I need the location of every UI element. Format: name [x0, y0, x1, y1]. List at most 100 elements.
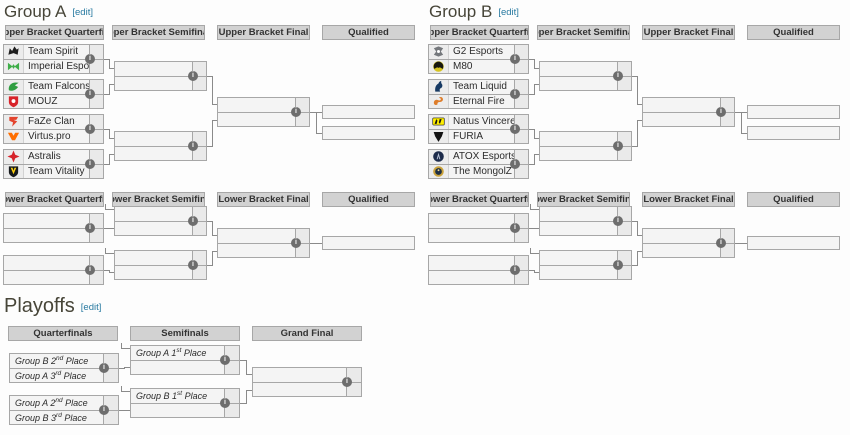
team-name[interactable]: Virtus.pro	[28, 130, 71, 142]
match-info-icon[interactable]: i	[85, 159, 95, 169]
round-header: Grand Final	[252, 326, 362, 341]
match-info-icon[interactable]: i	[85, 124, 95, 134]
team-name[interactable]: Team Falcons	[28, 81, 89, 93]
team-name[interactable]: The MongolZ	[453, 165, 512, 177]
match-ub-final	[642, 97, 735, 127]
match-info-icon[interactable]: i	[510, 89, 520, 99]
team-name[interactable]: Eternal Fire	[453, 95, 505, 107]
team-name[interactable]: Imperial Esports	[28, 60, 89, 72]
match-info-icon[interactable]: i	[510, 124, 520, 134]
bracket-connector	[212, 251, 213, 266]
group-b-edit-link[interactable]: [edit]	[498, 7, 519, 18]
match-info-icon[interactable]: i	[342, 377, 352, 387]
match-info-icon[interactable]: i	[99, 363, 109, 373]
bracket-connector	[121, 391, 130, 392]
bracket-connector	[632, 265, 638, 266]
bracket-connector	[637, 251, 638, 266]
match-info-icon[interactable]: i	[510, 54, 520, 64]
match-info-icon[interactable]: i	[613, 216, 623, 226]
match-info-icon[interactable]: i	[291, 238, 301, 248]
bracket-connector	[124, 410, 130, 411]
bracket-connector	[109, 272, 114, 273]
bracket-connector	[529, 129, 535, 130]
match-info-icon[interactable]: i	[188, 216, 198, 226]
team-name[interactable]: Team Spirit	[28, 46, 79, 58]
faze-clan-icon	[4, 115, 24, 129]
bracket-connector	[246, 390, 252, 391]
atox-esports-icon	[429, 150, 449, 164]
match-info-icon[interactable]: i	[188, 260, 198, 270]
round-header: Lower Bracket Final	[217, 192, 310, 207]
bracket-connector	[534, 68, 539, 69]
bracket-connector	[109, 270, 110, 273]
match-info-icon[interactable]: i	[188, 71, 198, 81]
team-name[interactable]: ATOX Esports	[453, 151, 514, 163]
round-header: Qualified	[747, 192, 840, 207]
team-name[interactable]: MOUZ	[28, 95, 58, 107]
qualified-slot	[747, 105, 840, 119]
match-info-icon[interactable]: i	[188, 141, 198, 151]
match-info-icon[interactable]: i	[613, 141, 623, 151]
empty-slot-row	[323, 237, 414, 249]
team-name[interactable]: Team Liquid	[453, 81, 507, 93]
qualified-slot	[322, 126, 415, 140]
bracket-connector	[632, 221, 638, 222]
bracket-connector	[212, 120, 217, 121]
bracket-connector	[632, 76, 638, 77]
bracket-connector	[534, 270, 535, 273]
bracket-connector	[109, 129, 110, 139]
bracket-connector	[529, 59, 535, 60]
round-header: Upper Bracket Semifinals	[537, 25, 630, 40]
round-header: Qualified	[322, 25, 415, 40]
team-name[interactable]: Astralis	[28, 151, 61, 163]
match-info-icon[interactable]: i	[716, 107, 726, 117]
bracket-connector	[105, 209, 114, 210]
bracket-connector	[530, 204, 531, 210]
bracket-connector	[119, 368, 125, 369]
imperial-esports-icon	[4, 59, 24, 73]
round-header: Upper Bracket Semifinals	[112, 25, 205, 40]
team-row: FaZe Clan	[4, 115, 103, 129]
team-name[interactable]: Team Vitality	[28, 165, 85, 177]
match-info-icon[interactable]: i	[510, 223, 520, 233]
bracket-connector	[637, 221, 638, 236]
match-info-icon[interactable]: i	[716, 238, 726, 248]
team-name[interactable]: FaZe Clan	[28, 116, 75, 128]
bracket-connector	[637, 120, 638, 147]
match-info-icon[interactable]: i	[510, 265, 520, 275]
match-info-icon[interactable]: i	[85, 54, 95, 64]
match-info-icon[interactable]: i	[613, 71, 623, 81]
empty-slot-row	[748, 106, 839, 118]
match-lb-quarterfinal	[3, 255, 104, 285]
astralis-icon	[4, 150, 24, 164]
bracket-connector	[104, 94, 110, 95]
bracket-connector	[637, 120, 642, 121]
match-info-icon[interactable]: i	[220, 355, 230, 365]
match-info-icon[interactable]: i	[85, 89, 95, 99]
match-info-icon[interactable]: i	[613, 260, 623, 270]
qualified-slot	[322, 236, 415, 250]
round-header: Lower Bracket Semifinal	[112, 192, 205, 207]
match-info-icon[interactable]: i	[510, 159, 520, 169]
match-info-icon[interactable]: i	[99, 405, 109, 415]
team-name[interactable]: M80	[453, 60, 473, 72]
playoffs-edit-link[interactable]: [edit]	[80, 302, 102, 313]
bracket-connector	[741, 112, 747, 113]
match-info-icon[interactable]: i	[85, 223, 95, 233]
bracket-connector	[637, 104, 642, 105]
team-name[interactable]: Natus Vincere	[453, 116, 514, 128]
match-info-icon[interactable]: i	[291, 107, 301, 117]
bracket-connector	[530, 253, 539, 254]
bracket-connector	[212, 235, 217, 236]
team-name[interactable]: G2 Esports	[453, 46, 504, 58]
team-name[interactable]: FURIA	[453, 130, 483, 142]
match-info-icon[interactable]: i	[85, 265, 95, 275]
bracket-connector	[246, 374, 252, 375]
bracket-connector	[534, 154, 539, 155]
group-b-heading: Group B	[429, 2, 493, 21]
bracket-connector	[109, 154, 114, 155]
match-info-icon[interactable]: i	[220, 398, 230, 408]
seed-label: Group A 3rd Place	[15, 369, 87, 381]
qualified-slot	[322, 105, 415, 119]
group-a-edit-link[interactable]: [edit]	[72, 7, 93, 18]
